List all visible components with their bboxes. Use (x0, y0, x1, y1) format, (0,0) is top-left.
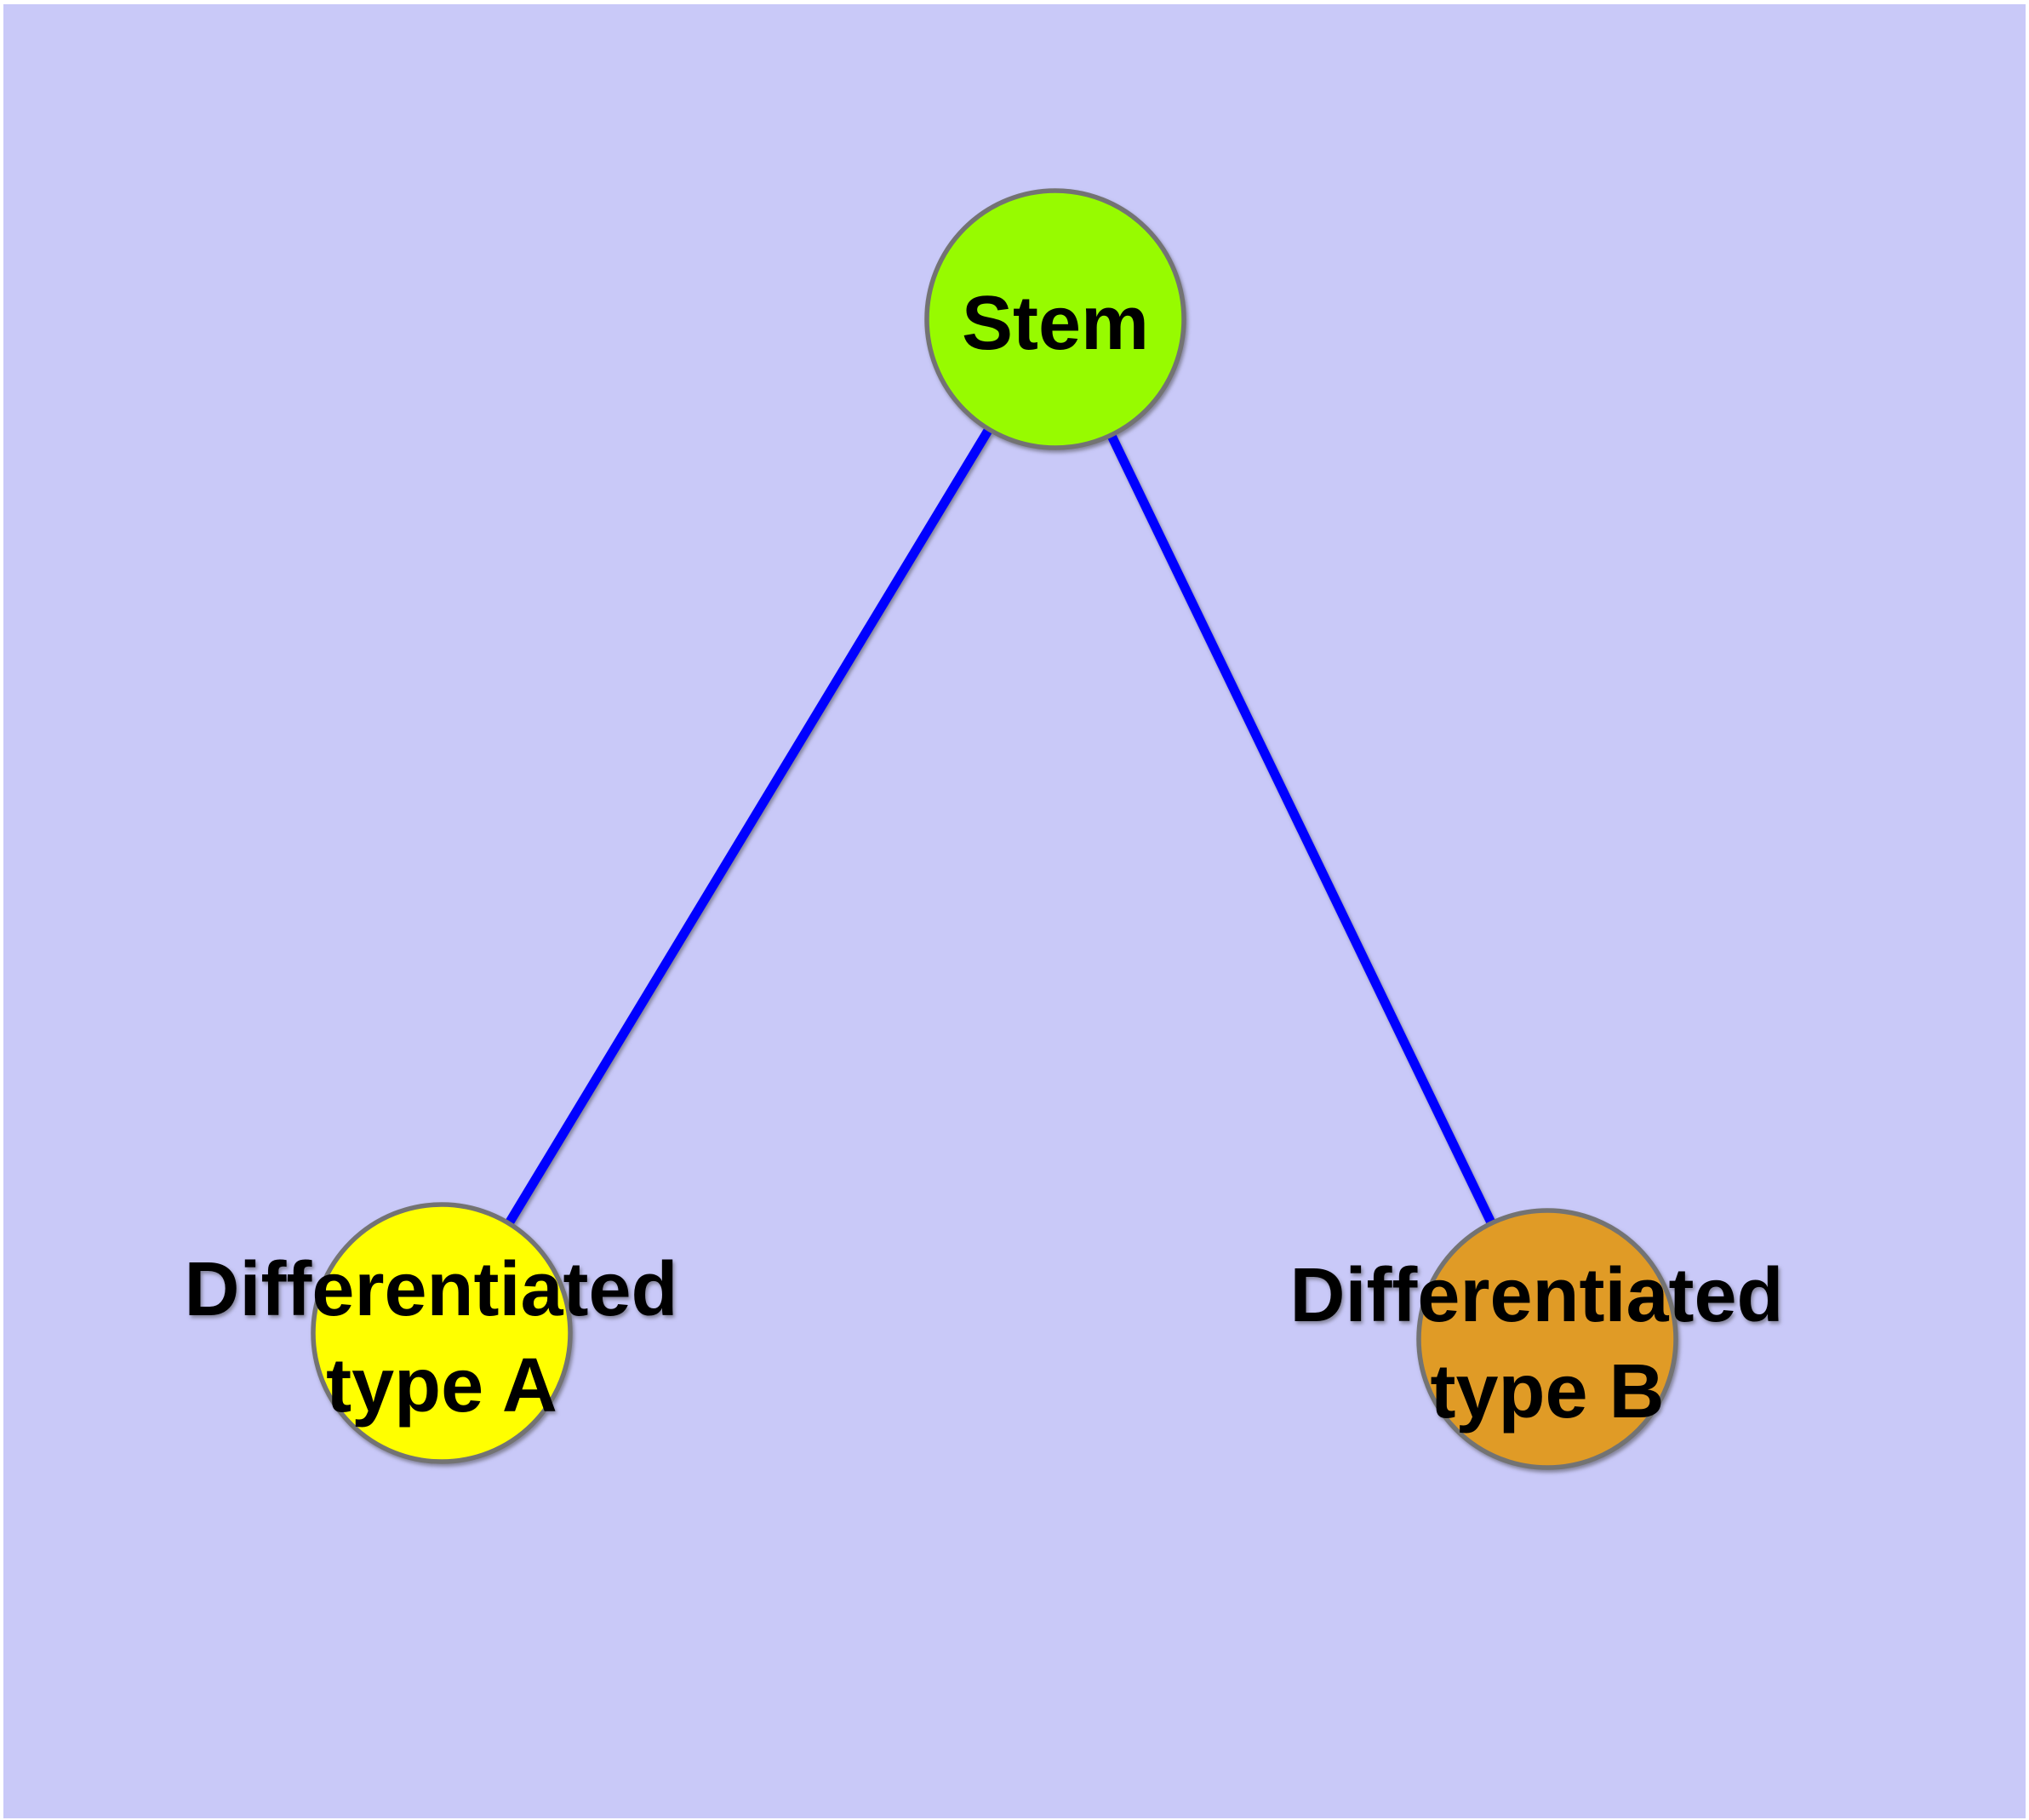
node-differentiated-type-a-label: Differentiated type A (184, 1247, 699, 1428)
node-differentiated-type-b-label: Differentiated type B (1289, 1253, 1804, 1434)
edge-stem-to-type-b (1051, 317, 1552, 1342)
node-stem (924, 188, 1186, 450)
label-line-2: type B (1430, 1349, 1664, 1434)
label-line-1: Differentiated (1289, 1253, 1783, 1338)
label-line-1: Differentiated (184, 1247, 677, 1332)
node-differentiated-type-b (1416, 1208, 1678, 1470)
node-differentiated-type-a (311, 1202, 573, 1464)
node-stem-label: Stem (962, 281, 1149, 366)
edge-stem-to-type-a (438, 317, 1060, 1336)
label-line-2: type A (326, 1343, 557, 1428)
